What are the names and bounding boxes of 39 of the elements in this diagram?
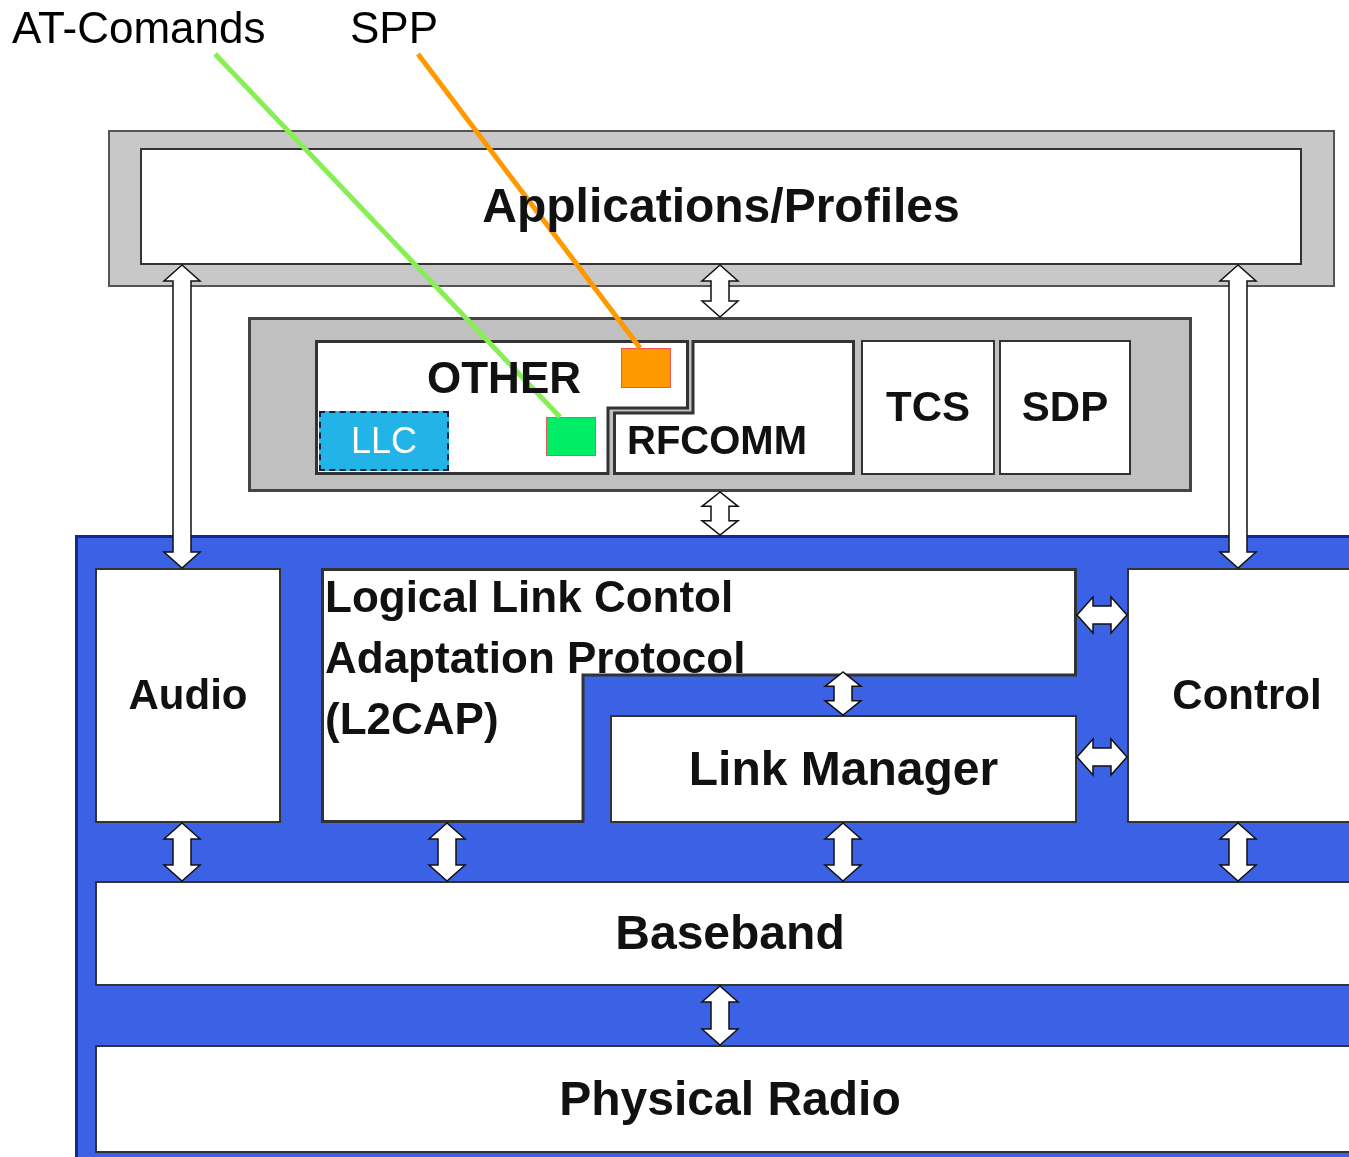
- block-arrow: [427, 822, 467, 882]
- layer-label: Audio: [128, 672, 248, 719]
- layer-label: RFCOMM: [627, 418, 807, 462]
- block-arrow: [162, 264, 202, 569]
- block-arrow: [1076, 595, 1128, 635]
- block-arrow: [822, 671, 864, 716]
- annotation-label: SPP: [350, 4, 439, 53]
- block-arrow: [700, 985, 740, 1046]
- leader-line: [213, 52, 562, 419]
- block-arrow: [1076, 737, 1128, 777]
- annotation-label: AT-Comands: [12, 4, 266, 53]
- protocol-block: [613, 340, 855, 475]
- block-arrow: [1218, 264, 1258, 569]
- layer-label: LLC: [350, 421, 417, 461]
- block-arrow: [823, 822, 863, 882]
- layer-label: Link Manager: [688, 742, 999, 796]
- layer-label: TCS: [886, 384, 970, 431]
- layer-label: SDP: [1021, 384, 1109, 431]
- block-arrow: [699, 491, 741, 536]
- marker-square: [621, 348, 671, 388]
- layer-box: [861, 340, 995, 475]
- layer-box: [95, 881, 1349, 986]
- block-arrow: [162, 822, 202, 882]
- block-arrow: [1218, 822, 1258, 882]
- layer-box: [999, 340, 1131, 475]
- protocol-block: [319, 411, 449, 471]
- stack-panel: [75, 535, 1349, 1157]
- layer-box: [95, 1045, 1349, 1153]
- leader-line: [416, 52, 642, 350]
- layer-box: [1127, 568, 1349, 823]
- layer-label: Control: [1172, 672, 1322, 719]
- layer-panel: [248, 317, 1192, 492]
- layer-box: [610, 715, 1077, 823]
- layer-label: Baseband: [615, 907, 845, 960]
- layer-box: [95, 568, 281, 823]
- layer-label: Physical Radio: [559, 1072, 901, 1126]
- block-arrow: [700, 264, 740, 318]
- layer-label: Logical Link Contol Adaptation Protocol (L2CAP): [325, 571, 747, 745]
- marker-square: [546, 417, 596, 456]
